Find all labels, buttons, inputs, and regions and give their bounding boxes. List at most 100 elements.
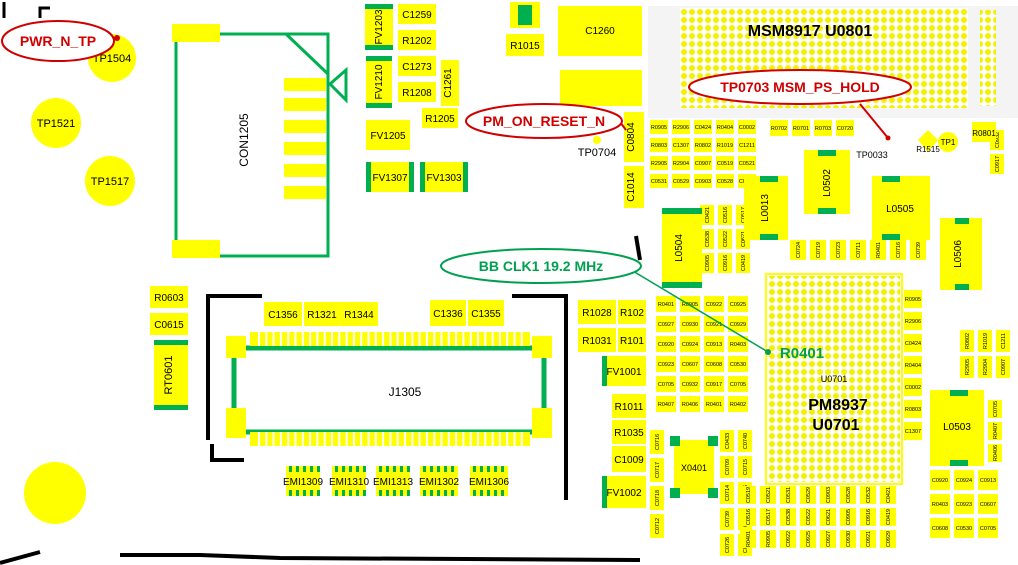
micro-part-label: C0712: [655, 518, 661, 534]
tp1517-label: TP1517: [91, 176, 130, 188]
tp1517-pad: TP1517: [85, 156, 135, 206]
dg-part: [510, 2, 540, 28]
micro-part: R0403: [930, 494, 950, 514]
micro-part-label: C0424: [695, 125, 711, 131]
micro-part-label: C0925: [806, 531, 812, 547]
micro-part-label: R0905: [766, 531, 772, 547]
micro-part-label: C0516: [746, 509, 752, 525]
micro-part-label: C0726: [725, 537, 731, 553]
micro-part: C0905: [700, 253, 714, 273]
micro-part: C0913: [978, 470, 998, 490]
fv1210-label: FV1210: [374, 64, 385, 99]
pwr-n-tp-callout: PWR_N_TP: [1, 20, 120, 62]
micro-part-label: C0903: [826, 487, 832, 503]
micro-part: C0924: [954, 470, 974, 490]
micro-part-label: C0922: [786, 531, 792, 547]
micro-part-label: C0607: [682, 362, 698, 368]
c1356-label: C1356: [268, 310, 298, 321]
micro-part-label: C0739: [725, 511, 731, 527]
micro-part: C0920: [656, 336, 676, 352]
r101-label: R101: [620, 336, 644, 347]
micro-part-label: C0924: [956, 478, 972, 484]
micro-part-label: C0903: [695, 179, 711, 185]
micro-part-label: C0621: [826, 509, 832, 525]
c1273-label: C1273: [402, 62, 432, 73]
micro-part-label: R2904: [983, 359, 989, 375]
micro-part-label: C0002: [739, 125, 755, 131]
micro-part: R0803: [650, 138, 668, 152]
micro-part-label: C0530: [956, 526, 972, 532]
corner-mark: [2, 2, 50, 18]
micro-part-label: C0705: [993, 401, 999, 417]
micro-part: C0739: [910, 240, 926, 260]
micro-part: C0930: [840, 530, 856, 548]
micro-part-label: C0929: [730, 322, 746, 328]
pm-on-reset-text: PM_ON_RESET_N: [483, 113, 605, 129]
fv1002-label: FV1002: [606, 488, 641, 499]
micro-part-label: C0739: [916, 242, 922, 258]
micro-part-label: C0528: [846, 487, 852, 503]
r1344-label: R1344: [344, 310, 374, 321]
emi1302-label: EMI1302: [419, 477, 459, 488]
micro-part: C1307: [904, 422, 922, 440]
rt0601-label: RT0601: [163, 356, 175, 395]
micro-part-label: C0421: [705, 207, 711, 223]
r1202-label: R1202: [402, 36, 432, 47]
micro-part-label: C0917: [995, 156, 1001, 172]
u0701-small-label: U0701: [821, 374, 848, 384]
l0504-part: L0504: [662, 208, 702, 288]
con1205-connector: CON1205: [172, 24, 348, 258]
micro-part: R0905: [760, 530, 776, 548]
l0505-part: L0505: [872, 176, 930, 240]
c0615-part: C0615: [150, 313, 188, 335]
micro-part-label: C1211: [739, 143, 755, 149]
micro-part-label: C0530: [730, 362, 746, 368]
r1202-part: R1202: [398, 30, 436, 50]
pm-on-reset-callout: PM_ON_RESET_N: [465, 103, 627, 139]
micro-part-label: C0608: [932, 526, 948, 532]
micro-part-label: C0531: [651, 179, 667, 185]
micro-part: C0607: [680, 356, 700, 372]
micro-part-label: C0719: [816, 242, 822, 258]
micro-part: R0802: [960, 330, 974, 352]
micro-part: C0740: [738, 430, 752, 452]
fv1203-label: FV1203: [374, 9, 385, 44]
micro-part: C0517: [760, 508, 776, 526]
r1515-label: R1515: [916, 145, 940, 154]
micro-part: C0917: [704, 376, 724, 392]
micro-part: R2906: [672, 120, 690, 134]
micro-part: C0929: [728, 316, 748, 332]
micro-part-label: C0522: [806, 509, 812, 525]
micro-part: C0519: [740, 486, 756, 504]
micro-part-label: R0403: [932, 502, 948, 508]
micro-part-label: R0403: [730, 342, 746, 348]
micro-part-label: R0401: [876, 242, 882, 258]
c1260-label: C1260: [585, 26, 615, 37]
micro-part: C0705: [728, 376, 748, 392]
r1344-part: R1344: [340, 302, 378, 326]
micro-part: R0803: [904, 400, 922, 418]
micro-part: C0929: [880, 530, 896, 548]
micro-part: R0407: [988, 422, 1002, 440]
r0603-part: R0603: [150, 286, 188, 308]
micro-part: R0403: [728, 336, 748, 352]
micro-part: C0522: [718, 229, 732, 249]
micro-part-label: R0802: [695, 143, 711, 149]
fv1205-part: FV1205: [366, 120, 410, 150]
c1014-label: C1014: [626, 172, 637, 202]
micro-part: C0719: [810, 240, 826, 260]
micro-part-label: C0521: [766, 487, 772, 503]
emi1306-label: EMI1306: [469, 477, 509, 488]
micro-part-label: C0521: [739, 161, 755, 167]
micro-part: R1019: [716, 138, 734, 152]
micro-part: C0716: [890, 240, 906, 260]
micro-part-label: C1307: [905, 429, 921, 435]
l0503-part: L0503: [930, 390, 984, 466]
micro-part: C0705: [656, 376, 676, 392]
micro-part: C0905: [840, 508, 856, 526]
micro-part-label: C0932: [682, 382, 698, 388]
micro-part: R0802: [694, 138, 712, 152]
micro-part-label: C0529: [806, 487, 812, 503]
micro-part: C0531: [650, 174, 668, 188]
micro-part: R0406: [680, 396, 700, 412]
